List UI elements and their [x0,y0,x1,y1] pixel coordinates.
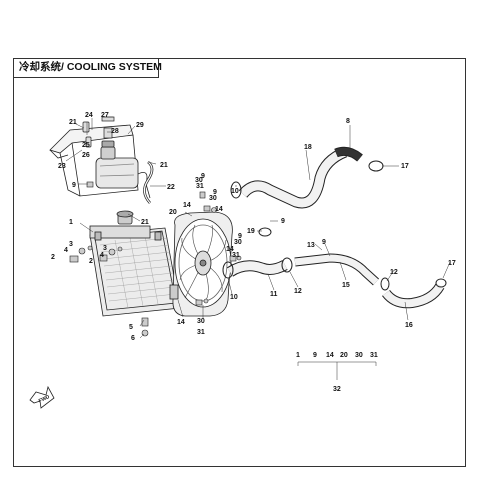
callout-9: 9 [322,239,326,246]
callout-13: 13 [307,242,315,249]
forward-arrow: FWD [29,385,55,409]
callout-4: 4 [100,252,104,259]
callout-3: 3 [69,241,73,248]
callout-17: 17 [401,163,409,170]
callout-9: 9 [72,182,76,189]
callout-11: 11 [270,291,278,298]
callout-6: 6 [131,335,135,342]
callout-8: 8 [346,118,350,125]
radiator [89,210,181,317]
callout-10: 10 [230,294,238,301]
callout-14: 14 [226,246,234,253]
hose-clamps [222,160,447,291]
callout-22: 22 [167,184,175,191]
assembly-member-20: 20 [340,352,348,359]
callout-2: 2 [89,258,93,265]
callout-16: 16 [405,322,413,329]
callout-14: 14 [215,206,223,213]
left-fasteners [69,181,149,337]
assembly-group: 1 9 14 20 30 31 32 [296,352,378,393]
callout-28: 28 [111,128,119,135]
assembly-member-14: 14 [326,352,334,359]
callout-31: 31 [196,183,204,190]
assembly-member-30: 30 [355,352,363,359]
callout-9: 9 [281,218,285,225]
callout-2: 2 [51,254,55,261]
callout-12: 12 [294,288,302,295]
callout-30: 30 [234,239,242,246]
callout-24: 24 [85,112,93,119]
callout-23: 23 [58,163,66,170]
callout-20: 20 [169,209,177,216]
assembly-member-9: 9 [313,352,317,359]
engine-hose [382,283,445,309]
coolant-reservoir [95,140,151,199]
callout-21: 21 [160,162,168,169]
lower-hose [226,260,288,277]
callout-31: 31 [197,329,205,336]
callout-26: 26 [82,152,90,159]
callout-15: 15 [342,282,350,289]
callout-27: 27 [101,112,109,119]
callout-9: 9 [213,189,217,196]
callout-5: 5 [129,324,133,331]
callout-29: 29 [136,122,144,129]
callout-25: 25 [82,142,90,149]
assembly-member-1: 1 [296,352,300,359]
return-hose [294,253,380,286]
cooling-fan [169,211,233,317]
callout-17: 17 [448,260,456,267]
leader-lines [65,116,451,380]
callout-14: 14 [183,202,191,209]
drawing-frame [13,58,466,467]
assembly-total-32: 32 [333,386,341,393]
callout-30: 30 [195,177,203,184]
callout-19: 19 [247,228,255,235]
callout-3: 3 [103,245,107,252]
callout-18: 18 [304,144,312,151]
fwd-label: FWD [38,394,51,404]
callout-30: 30 [209,195,217,202]
assembly-member-31: 31 [370,352,378,359]
callout-9: 9 [201,173,205,180]
callout-1: 1 [69,219,73,226]
fan-fasteners [195,191,242,306]
callout-12: 12 [390,269,398,276]
callout-4: 4 [64,247,68,254]
page-title: 冷却系统/ COOLING SYSTEM [13,58,162,78]
callout-9: 9 [238,233,242,240]
upper-hose [238,146,363,209]
callout-21: 21 [141,219,149,226]
callout-numbers: 21 24 27 25 28 29 26 23 9 21 22 21 1 3 4… [51,112,456,342]
callout-14: 14 [177,319,185,326]
callout-21: 21 [69,119,77,126]
callout-31: 31 [232,252,240,259]
callout-30: 30 [197,318,205,325]
callout-10: 10 [231,188,239,195]
